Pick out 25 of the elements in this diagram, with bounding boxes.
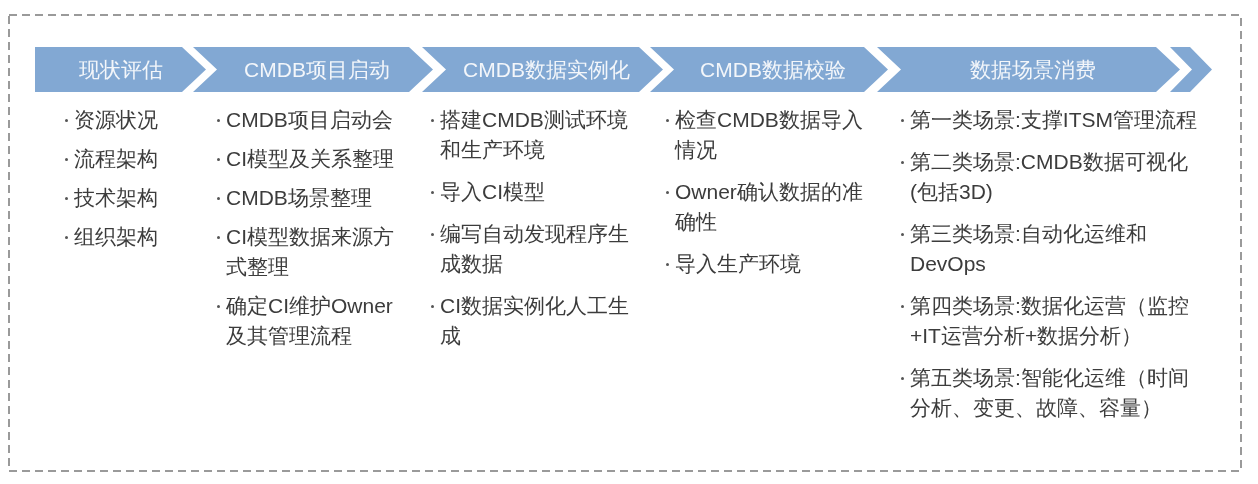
list-item: 确定CI维护Owner及其管理流程 (226, 293, 394, 349)
process-step: CMDB数据校验 (650, 47, 888, 92)
list-item: 检查CMDB数据导入情况 (675, 107, 864, 163)
list-item: 第三类场景:自动化运维和DevOps (910, 221, 1148, 277)
list-item: CI数据实例化人工生成 (440, 293, 630, 349)
list-item: 资源状况 (74, 107, 159, 133)
list-item: 组织架构 (74, 224, 159, 250)
list-item: Owner确认数据的准确性 (675, 179, 864, 235)
list-item: CMDB场景整理 (226, 185, 373, 211)
list-item: 第一类场景:支撑ITSM管理流程 (910, 107, 1198, 133)
list-item: CMDB项目启动会 (226, 107, 394, 133)
list-item: 技术架构 (74, 185, 159, 211)
list-item: CI模型数据来源方式整理 (226, 224, 395, 280)
list-item: CI模型及关系整理 (226, 146, 395, 172)
list-item: 导入生产环境 (675, 251, 802, 277)
process-step: CMDB项目启动 (193, 47, 433, 92)
process-step: 现状评估 (35, 47, 206, 92)
list-item: 第五类场景:智能化运维（时间分析、变更、故障、容量） (910, 365, 1190, 421)
list-item: 流程架构 (74, 146, 159, 172)
list-item: 第四类场景:数据化运营（监控+IT运营分析+数据分析） (910, 293, 1190, 349)
list-item: 第二类场景:CMDB数据可视化(包括3D) (910, 149, 1189, 205)
process-step: CMDB数据实例化 (422, 47, 663, 92)
list-item: 导入CI模型 (440, 179, 546, 205)
list-item: 编写自动发现程序生成数据 (440, 221, 630, 277)
list-item: 搭建CMDB测试环境和生产环境 (440, 107, 629, 163)
